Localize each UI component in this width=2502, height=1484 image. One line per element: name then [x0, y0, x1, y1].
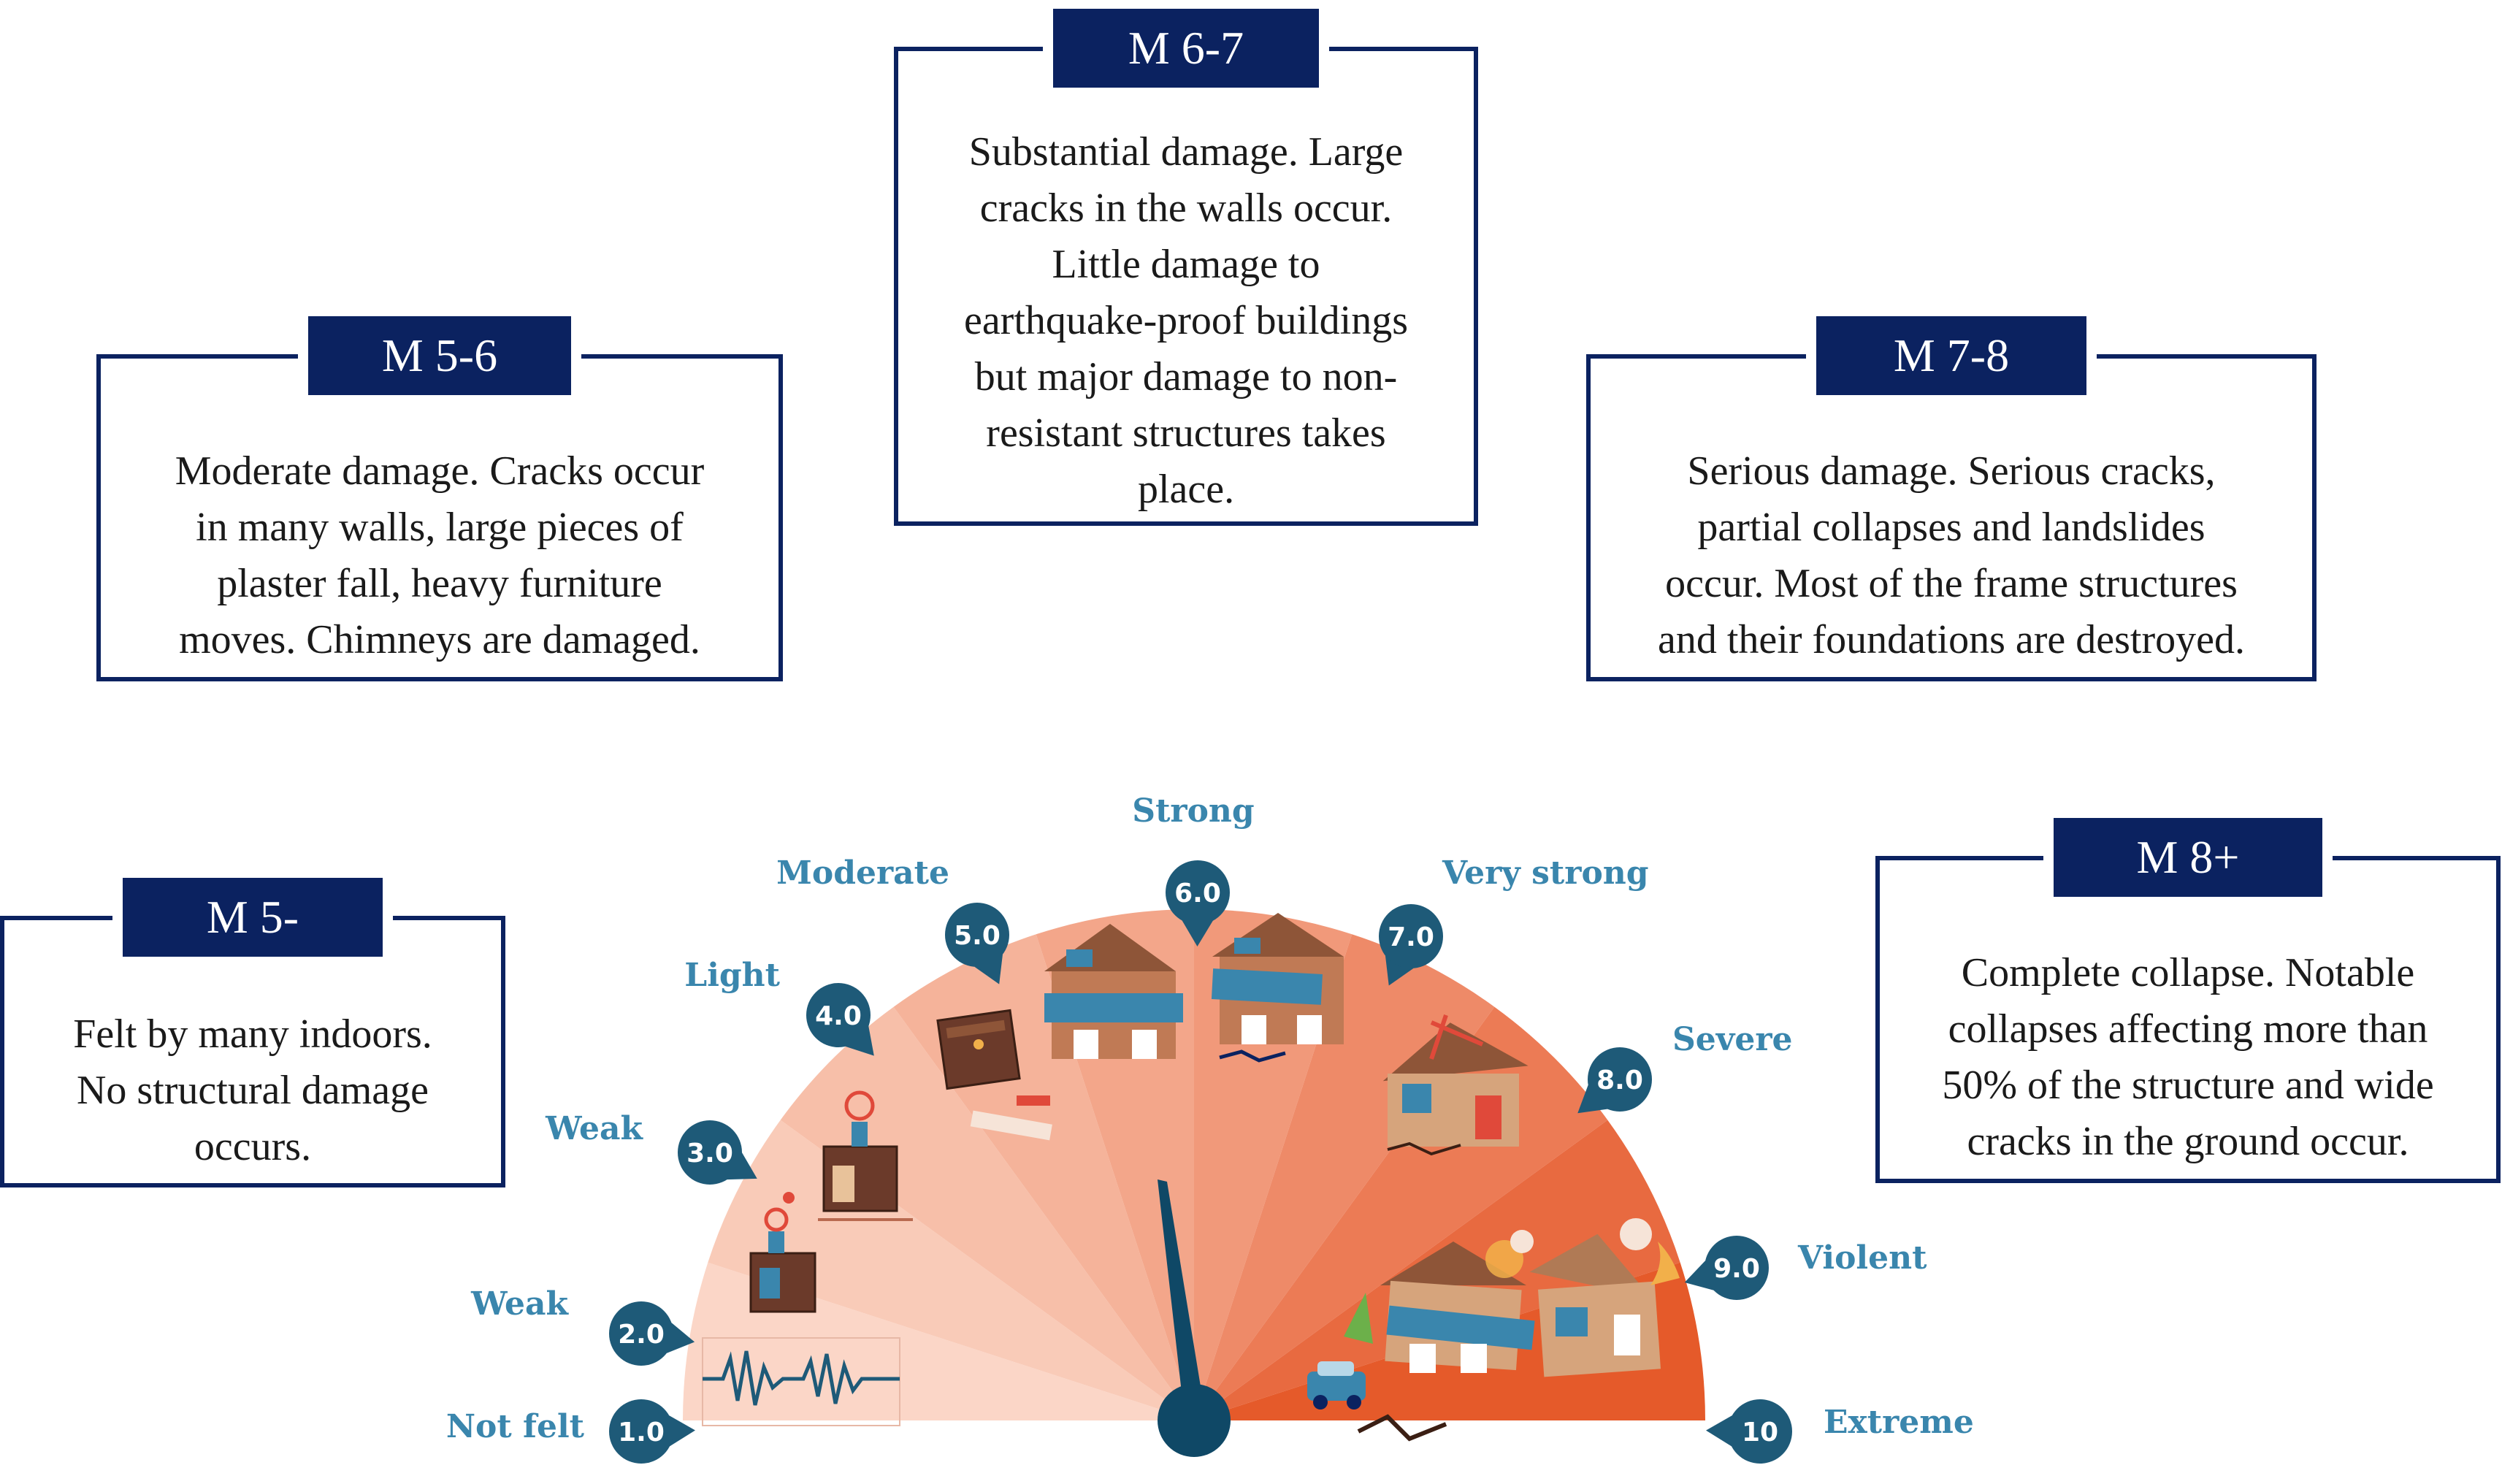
scale-pins: 1.0 2.0 3.0 4.0 5.0 6.0 7.0 8.0 9.0 10	[609, 860, 1792, 1464]
scale-pin: 7.0	[1379, 904, 1443, 986]
scale-pin: 9.0	[1684, 1236, 1769, 1300]
house-icon	[1044, 924, 1183, 1059]
scale-label: Not felt	[446, 1408, 585, 1445]
box-m6-7: M 6-7 Substantial damage. Large cracks i…	[894, 9, 1478, 526]
seismograph-icon	[702, 1337, 900, 1426]
scale-value: 2.0	[618, 1320, 665, 1350]
scale-label: Extreme	[1824, 1404, 1974, 1441]
box-description: Substantial damage. Large cracks in the …	[963, 129, 1409, 512]
box-description: Felt by many indoors. No structural dama…	[73, 1011, 432, 1169]
bookcase-icon	[818, 1090, 913, 1221]
scale-labels: Not feltWeakWeakLightModerateStrongVery …	[446, 792, 1974, 1445]
magnitude-tag: M 5-6	[298, 316, 581, 395]
scale-label: Severe	[1672, 1021, 1793, 1058]
scale-pin: 3.0	[678, 1120, 757, 1185]
box-m7-8: M 7-8 Serious damage. Serious cracks, pa…	[1586, 316, 2317, 681]
magnitude-tag: M 7-8	[1806, 316, 2097, 395]
needle-hub	[1158, 1384, 1231, 1457]
scale-value: 9.0	[1713, 1254, 1760, 1284]
magnitude-tag: M 6-7	[1043, 9, 1329, 88]
car-icon	[1307, 1293, 1447, 1442]
scale-value: 8.0	[1596, 1066, 1643, 1095]
scale-value: 3.0	[686, 1139, 733, 1169]
dresser-icon	[936, 1009, 1052, 1141]
scale-value: 5.0	[954, 921, 1001, 951]
box-m5-minus: M 5- Felt by many indoors. No structural…	[0, 878, 505, 1187]
scale-pin: 5.0	[945, 903, 1009, 984]
house-icon	[1211, 913, 1344, 1063]
scale-value: 4.0	[815, 1001, 862, 1031]
scale-label: Light	[684, 957, 780, 994]
scale-pin: 2.0	[609, 1301, 695, 1366]
box-m8-plus: M 8+ Complete collapse. Notable collapse…	[1875, 818, 2501, 1183]
dial-needle	[1158, 1179, 1205, 1418]
box-m5-6: M 5-6 Moderate damage. Cracks occur in m…	[96, 316, 783, 681]
scale-label: Weak	[470, 1285, 569, 1323]
nightstand-icon	[749, 1192, 816, 1313]
scale-label: Violent	[1797, 1239, 1927, 1277]
magnitude-tag: M 8+	[2043, 818, 2333, 897]
scale-value: 1.0	[618, 1418, 665, 1447]
scale-pin: 1.0	[609, 1399, 695, 1464]
scale-pin: 6.0	[1166, 860, 1230, 946]
scale-pin: 4.0	[806, 983, 874, 1056]
magnitude-tag: M 5-	[112, 878, 393, 957]
scale-label: Very strong	[1442, 854, 1649, 892]
box-description: Moderate damage. Cracks occur in many wa…	[175, 448, 705, 662]
box-description: Serious damage. Serious cracks, partial …	[1658, 448, 2245, 662]
scale-label: Strong	[1132, 792, 1254, 830]
collapsed-house-icon	[1529, 1218, 1680, 1377]
collapsed-house-icon	[1380, 1230, 1535, 1373]
scale-value: 7.0	[1388, 922, 1434, 952]
damaged-house-icon	[1382, 1014, 1529, 1156]
scale-value: 10	[1742, 1418, 1778, 1447]
scale-label: Weak	[545, 1110, 643, 1147]
scale-pin: 8.0	[1577, 1047, 1652, 1114]
scale-value: 6.0	[1174, 879, 1221, 909]
dial-wedge	[780, 1006, 1194, 1420]
box-description: Complete collapse. Notable collapses aff…	[1942, 950, 2434, 1164]
scale-pin: 10	[1706, 1399, 1792, 1464]
scale-label: Moderate	[776, 854, 949, 892]
